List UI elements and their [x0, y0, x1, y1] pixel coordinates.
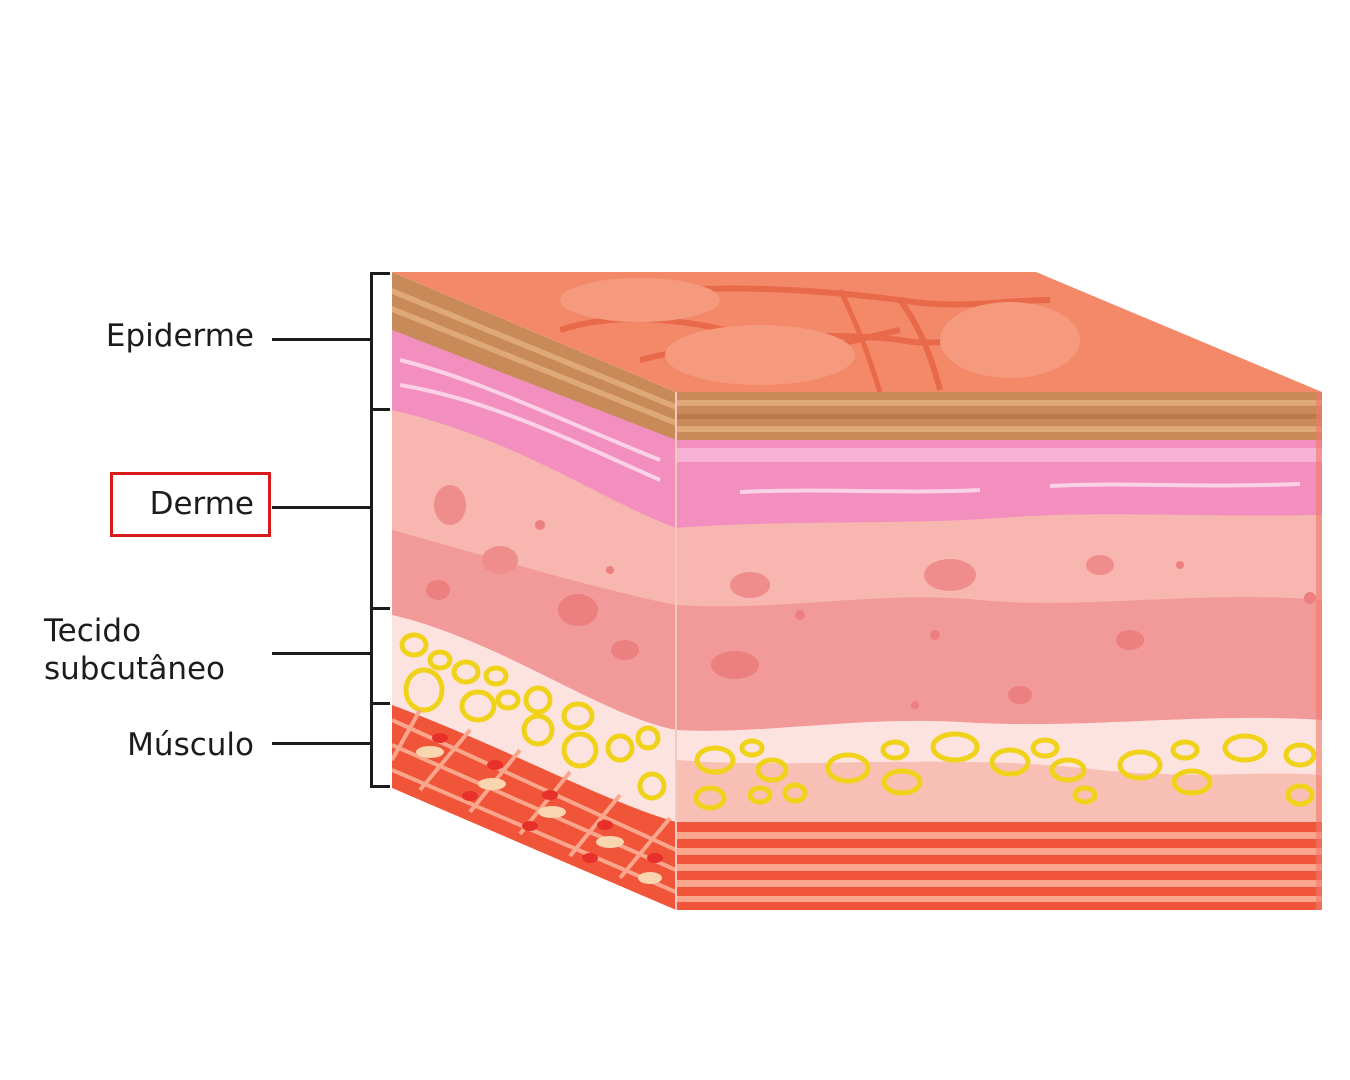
derme-highlight-box	[110, 472, 271, 537]
label-musculo: Músculo	[127, 727, 254, 763]
front-face	[676, 392, 1322, 910]
bracket-tick-derme-tecido	[370, 607, 390, 610]
leader-tecido-subcutaneo	[272, 652, 370, 655]
label-epiderme: Epiderme	[105, 318, 254, 354]
side-face	[392, 272, 676, 910]
layer-bracket	[370, 272, 373, 788]
bracket-tick-top	[370, 272, 390, 275]
leader-musculo	[272, 742, 370, 745]
leader-derme	[272, 506, 370, 509]
label-tecido-line1: Tecido	[44, 613, 142, 649]
top-surface	[392, 272, 1322, 393]
bracket-tick-epiderme-derme	[370, 408, 390, 411]
bracket-tick-bottom	[370, 785, 390, 788]
leader-epiderme	[272, 338, 370, 341]
label-tecido-line2: subcutâneo	[44, 651, 226, 687]
label-derme: Derme	[149, 486, 254, 522]
bracket-tick-tecido-musculo	[370, 702, 390, 705]
